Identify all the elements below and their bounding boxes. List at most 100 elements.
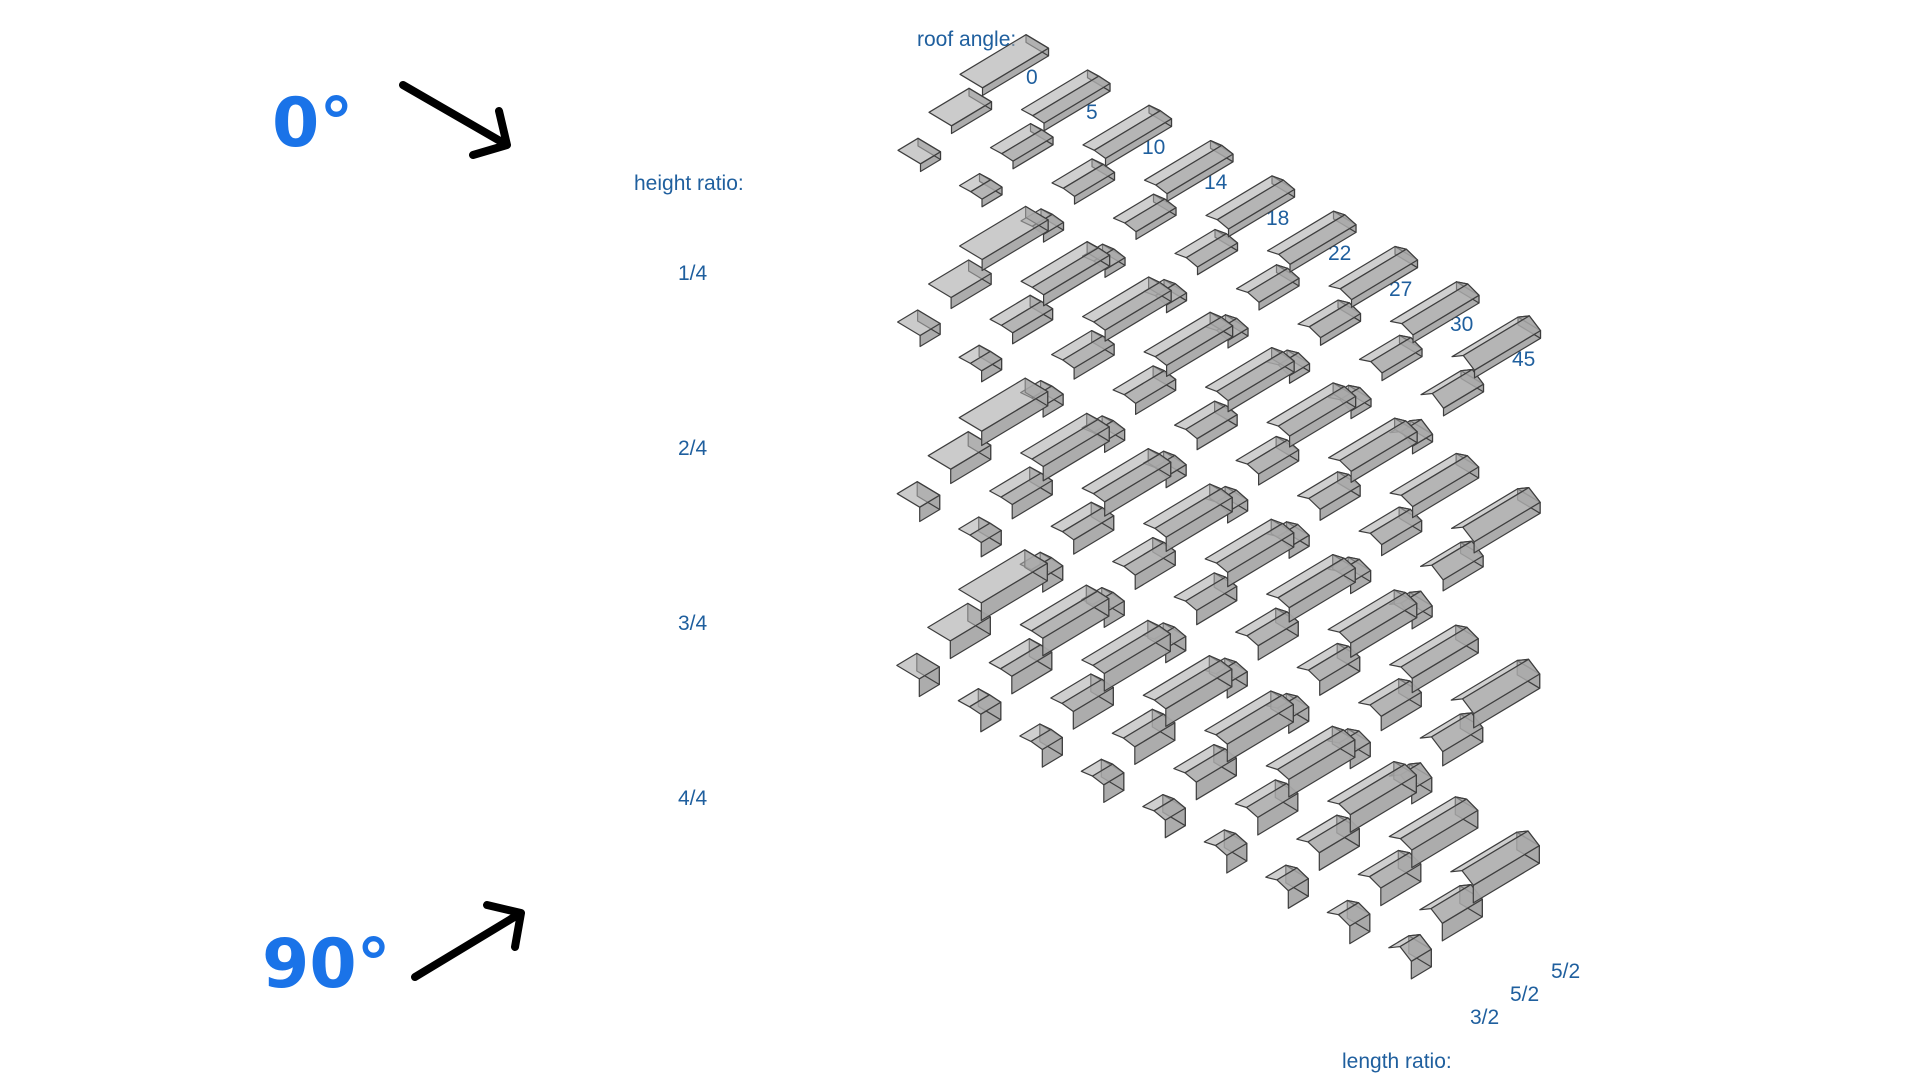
block-face — [1370, 337, 1423, 374]
block-face — [1308, 302, 1362, 339]
block-face — [1400, 455, 1480, 508]
block-face — [1000, 300, 1054, 334]
block-face — [1124, 198, 1177, 233]
height-ratio-title: height ratio: — [634, 172, 744, 195]
roof-angle-value: 22 — [1328, 242, 1352, 265]
block-face — [1369, 680, 1422, 717]
block-face — [1093, 110, 1173, 159]
block-face — [1215, 522, 1295, 574]
block-face — [1399, 933, 1432, 962]
block-face — [1091, 763, 1125, 786]
block-face — [1031, 418, 1110, 468]
block-face — [1461, 658, 1541, 715]
roof-angle-value: 27 — [1389, 278, 1413, 301]
roof-angle-value: 30 — [1450, 313, 1474, 336]
block-face — [1001, 129, 1054, 162]
block-face — [1123, 541, 1176, 576]
length-ratio-title: length ratio: — [1342, 1050, 1452, 1073]
block-face — [927, 602, 991, 642]
block-face — [1155, 144, 1234, 195]
block-face — [1431, 368, 1485, 409]
roof-angle-title: roof angle: — [917, 28, 1017, 51]
block-face — [896, 481, 941, 508]
block-face — [1031, 247, 1111, 296]
block-face — [969, 522, 1002, 544]
block-face — [1431, 540, 1484, 581]
arrow-down-right-icon — [399, 81, 511, 159]
height-ratio-value: 1/4 — [678, 262, 708, 285]
block-face — [1247, 267, 1300, 303]
block-face — [1092, 453, 1172, 503]
orientation-0-label: 0° — [272, 84, 354, 163]
block-face — [1153, 659, 1233, 710]
block-face — [958, 205, 1049, 261]
block-face — [1030, 590, 1110, 639]
block-face — [1061, 507, 1115, 541]
block-face — [1400, 626, 1479, 679]
length-ratio-value: 3/2 — [1470, 1006, 1500, 1029]
block-face — [1337, 902, 1371, 927]
block-face — [1430, 883, 1483, 924]
roof-angle-value: 14 — [1204, 171, 1228, 194]
roof-angle-value: 18 — [1266, 207, 1290, 230]
block-face — [999, 644, 1053, 677]
block-face — [1307, 817, 1360, 854]
length-ratio-value: 5/2 — [1551, 960, 1581, 983]
roof-angle-value: 5 — [1086, 101, 1098, 124]
block-face — [928, 87, 993, 127]
block-face — [1000, 472, 1053, 506]
block-face — [1277, 557, 1356, 609]
block-face — [1338, 591, 1418, 644]
roof-angle-value: 10 — [1142, 136, 1166, 159]
block-face — [958, 377, 1049, 432]
block-face — [1123, 370, 1177, 404]
block-face — [896, 652, 940, 680]
block-face — [1368, 852, 1422, 889]
block-face — [1369, 508, 1423, 546]
block-face — [958, 549, 1048, 604]
block-face — [1462, 315, 1542, 371]
block-face — [1401, 283, 1480, 336]
block-face — [1122, 713, 1176, 748]
block-face — [1339, 248, 1419, 301]
block-face — [1399, 798, 1479, 851]
block-face — [1245, 782, 1299, 819]
block-face — [959, 34, 1050, 89]
block-face — [1062, 163, 1116, 197]
block-face — [1246, 611, 1299, 647]
block-face — [897, 137, 942, 165]
roof-angle-value: 45 — [1512, 348, 1536, 371]
block-face — [1154, 316, 1234, 366]
block-face — [1061, 678, 1114, 713]
block-face — [1278, 214, 1357, 265]
block-face — [1276, 729, 1356, 781]
block-face — [968, 694, 1002, 715]
block-face — [1184, 748, 1237, 783]
block-face — [1276, 867, 1309, 892]
block-face — [1338, 763, 1417, 816]
block-face — [970, 179, 1003, 200]
height-ratio-value: 4/4 — [678, 787, 708, 810]
block-face — [1277, 385, 1357, 437]
block-face — [1339, 420, 1418, 472]
block-face — [1184, 576, 1238, 612]
block-face — [1461, 830, 1540, 886]
block-face — [1308, 473, 1361, 510]
height-ratio-value: 3/4 — [678, 612, 708, 635]
block-face — [1062, 335, 1115, 369]
arrow-up-right-icon — [411, 901, 525, 981]
block-face — [969, 350, 1003, 372]
block-face — [1153, 798, 1186, 821]
block-face — [1215, 694, 1294, 745]
block-face — [896, 309, 941, 337]
block-face — [1092, 625, 1171, 675]
height-ratio-value: 2/4 — [678, 437, 708, 460]
block-face — [1216, 351, 1295, 402]
block-face — [1185, 233, 1239, 268]
block-face — [1214, 832, 1248, 857]
block-face — [1030, 728, 1063, 751]
block-face — [1216, 179, 1296, 230]
length-ratio-value: 5/2 — [1510, 983, 1540, 1006]
